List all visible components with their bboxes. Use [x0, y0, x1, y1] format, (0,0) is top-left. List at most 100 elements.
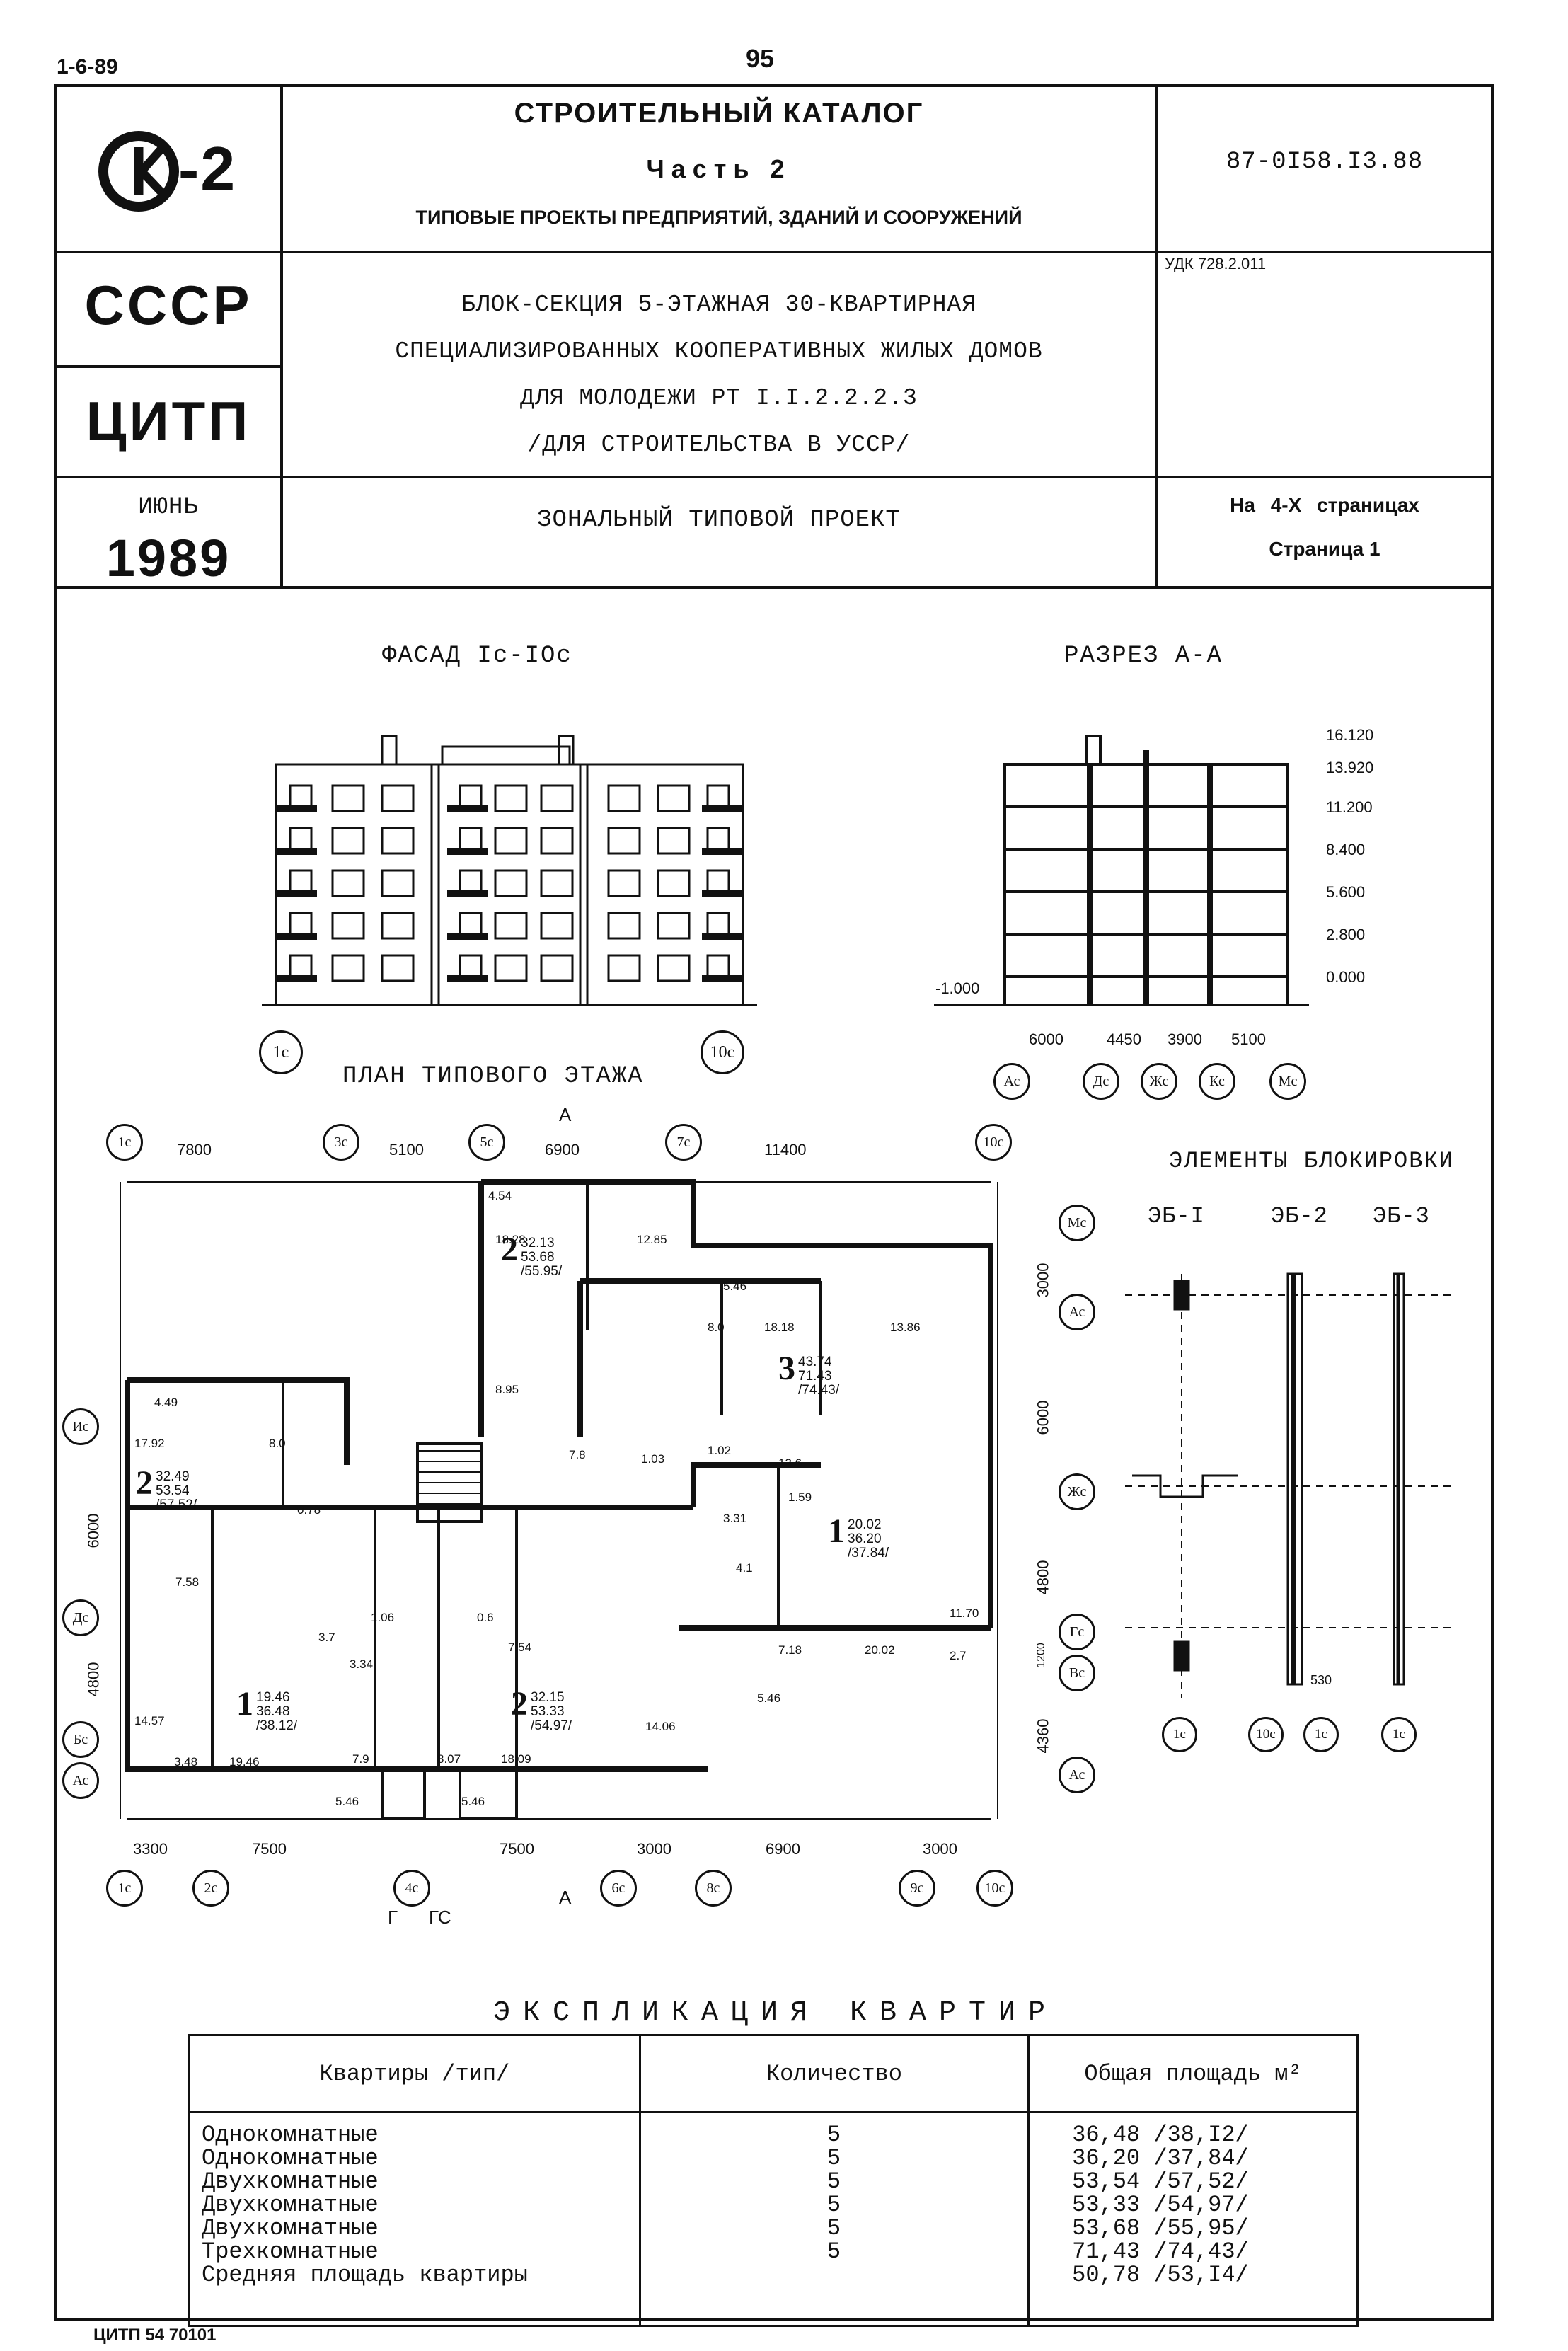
full-area: /37.84/	[848, 1546, 889, 1561]
room-label: 1.03	[641, 1452, 665, 1466]
table-cell: 50,78 /53,I4/	[1072, 2262, 1249, 2288]
total-area: 53.33	[531, 1704, 565, 1720]
room-label: 5.46	[335, 1795, 359, 1808]
room-label: 8.95	[495, 1383, 519, 1396]
table-cell: 36,20 /37,84/	[1072, 2145, 1249, 2171]
axis-bubble: 2с	[192, 1870, 229, 1907]
level-mark: 2.800	[1326, 926, 1366, 943]
room-label: 7.54	[508, 1640, 532, 1654]
axis-bubble: 1с	[1303, 1717, 1339, 1752]
org-label: ЦИТП	[86, 390, 251, 452]
axis-bubble: Ас	[993, 1063, 1030, 1100]
full-area: /74.43/	[798, 1383, 840, 1398]
axis-bubble: 8с	[695, 1870, 732, 1907]
table-cell: 5	[826, 2122, 841, 2148]
area-column: 36,48 /38,I2/ 36,20 /37,84/ 53,54 /57,52…	[1027, 2111, 1359, 2327]
level-mark: 5.600	[1326, 883, 1366, 901]
room-label: 4.1	[736, 1561, 753, 1575]
room-label: 17.92	[134, 1437, 165, 1450]
living-area: 43.74	[798, 1355, 832, 1370]
dim-label: 5100	[1231, 1030, 1266, 1048]
room-label: 18.28	[495, 1233, 526, 1246]
dim-label: 7500	[252, 1840, 287, 1858]
project-title-line: ДЛЯ МОЛОДЕЖИ РТ I.I.2.2.2.3	[520, 385, 918, 411]
pages-prefix: На	[1230, 494, 1255, 516]
level-mark: 13.920	[1326, 759, 1374, 776]
dim-label: 6000	[1029, 1030, 1063, 1048]
apartment-label: 1 19.46 36.48 /38.12/	[236, 1684, 297, 1733]
dim-label: 5100	[389, 1141, 424, 1159]
total-area: 36.20	[848, 1531, 882, 1547]
dim-label: 530	[1310, 1673, 1332, 1687]
table-cell: Однокомнатные	[202, 2122, 379, 2148]
cut-mark: Г	[388, 1907, 398, 1928]
section-title: РАЗРЕЗ А-А	[1064, 643, 1223, 669]
room-label: 2.7	[950, 1649, 967, 1662]
month-label: ИЮНЬ	[138, 494, 199, 521]
living-area: 32.49	[156, 1469, 190, 1485]
dim-label: 3300	[133, 1840, 168, 1858]
table-cell: Трехкомнатные	[202, 2238, 379, 2265]
cut-mark: А	[559, 1104, 572, 1125]
blocking-element-label: ЭБ-3	[1373, 1203, 1430, 1229]
dim-label: 6000	[1034, 1400, 1052, 1435]
axis-bubble: 10с	[976, 1870, 1013, 1907]
explication-table: Квартиры /тип/ Количество Общая площадь …	[188, 2034, 1359, 2327]
dim-label: 6000	[84, 1513, 103, 1548]
project-title: БЛОК-СЕКЦИЯ 5-ЭТАЖНАЯ 30-КВАРТИРНАЯ СПЕЦ…	[283, 282, 1155, 469]
room-label: 13.86	[890, 1321, 921, 1334]
table-cell: 5	[826, 2215, 841, 2241]
dim-label: 3900	[1168, 1030, 1202, 1048]
room-count: 2	[501, 1231, 518, 1268]
dim-label: 3000	[923, 1840, 957, 1858]
axis-bubble: Дс	[62, 1599, 99, 1636]
axis-bubble: Ис	[62, 1408, 99, 1445]
room-label: 1.02	[708, 1444, 732, 1457]
cut-mark: ГС	[429, 1907, 451, 1928]
plan-title: ПЛАН ТИПОВОГО ЭТАЖА	[342, 1063, 644, 1090]
table-cell: 5	[826, 2192, 841, 2218]
room-label: 5.46	[723, 1280, 747, 1293]
page-number: 95	[746, 44, 775, 73]
living-area: 20.02	[848, 1517, 882, 1533]
apartment-label: 2 32.15 53.33 /54.97/	[511, 1684, 572, 1733]
living-area: 32.15	[531, 1690, 565, 1706]
room-label: 11.70	[950, 1606, 979, 1620]
dim-label: 7500	[500, 1840, 534, 1858]
axis-bubble: Жс	[1059, 1473, 1095, 1510]
room-label: 5.46	[757, 1691, 781, 1705]
blocking-element-label: ЭБ-I	[1148, 1203, 1205, 1229]
table-cell: 5	[826, 2168, 841, 2195]
apartment-label: 1 20.02 36.20 /37.84/	[828, 1512, 889, 1560]
axis-bubble: 5с	[468, 1124, 505, 1161]
room-label: 13.6	[778, 1456, 802, 1470]
plan-bottom-axes: 1с 2с 4с 6с 8с 9с 10с	[106, 1870, 1026, 1912]
table-cell: Однокомнатные	[202, 2145, 379, 2171]
full-area: /38.12/	[256, 1718, 298, 1734]
ck-logo-icon	[98, 131, 179, 212]
dim-label: 3000	[1034, 1263, 1052, 1298]
axis-bubble: 10с	[975, 1124, 1012, 1161]
room-label: 8.07	[437, 1752, 461, 1766]
room-count: 1	[828, 1512, 845, 1550]
full-area: /57.52/	[156, 1498, 197, 1513]
table-cell: 71,43 /74,43/	[1072, 2238, 1249, 2265]
axis-bubble: Ас	[1059, 1294, 1095, 1330]
pages-info: На 4-Х страницах	[1158, 494, 1492, 517]
room-label: 18.18	[764, 1321, 795, 1334]
dim-label: 11400	[764, 1141, 807, 1159]
level-mark: 16.120	[1326, 726, 1374, 744]
axis-bubble: 6с	[600, 1870, 637, 1907]
room-label: 7.8	[569, 1448, 586, 1461]
dim-label: 6900	[545, 1141, 580, 1159]
room-label: 3.31	[723, 1512, 747, 1525]
room-label: 12.85	[637, 1233, 667, 1246]
divider	[280, 84, 283, 587]
column-header: Квартиры /тип/	[188, 2034, 641, 2113]
count-column: 5 5 5 5 5 5	[638, 2111, 1030, 2327]
room-label: 3.48	[174, 1755, 198, 1769]
facade-axis-bubble: 1с	[259, 1030, 303, 1074]
print-code: ЦИТП 54 70101	[93, 2326, 217, 2345]
room-label: 20.02	[865, 1643, 895, 1657]
column-header: Количество	[638, 2034, 1030, 2113]
